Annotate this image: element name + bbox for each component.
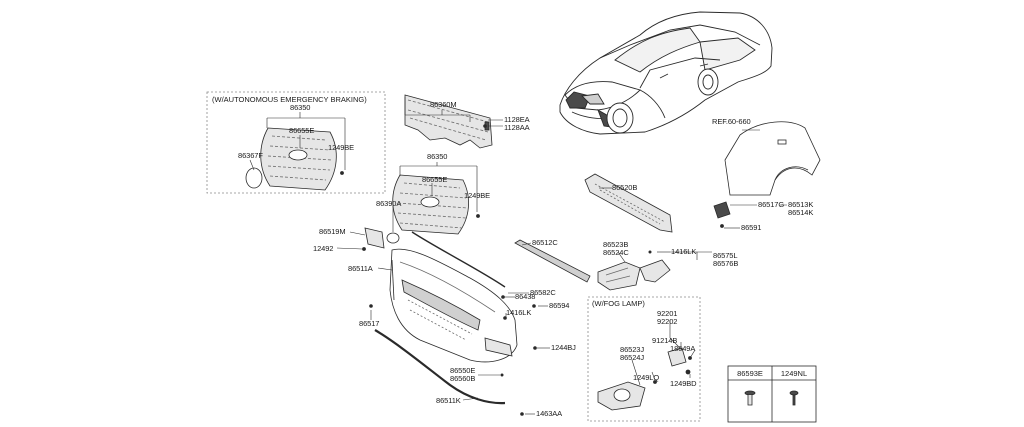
label-1249be-b[interactable]: 1249BE — [464, 191, 491, 200]
label-86560b[interactable]: 86560B — [450, 374, 476, 383]
fender-bracket — [713, 201, 731, 219]
grille-autonomous — [245, 127, 344, 191]
label-86360m[interactable]: 86360M — [430, 100, 457, 109]
strip-86582c — [411, 231, 506, 288]
label-86511k[interactable]: 86511K — [436, 396, 461, 405]
label-86512c[interactable]: 86512C — [532, 238, 558, 247]
label-86523j[interactable]: 86523J — [620, 345, 645, 354]
label-ref-60-660[interactable]: REF.60-660 — [712, 117, 751, 126]
label-86594[interactable]: 86594 — [549, 301, 570, 310]
fastener-table — [727, 365, 817, 423]
label-86519m[interactable]: 86519M — [319, 227, 346, 236]
label-86591[interactable]: 86591 — [741, 223, 762, 232]
label-1249lq[interactable]: 1249LQ — [633, 373, 660, 382]
fog-lamp-box — [587, 296, 701, 422]
label-86524c[interactable]: 86524C — [603, 248, 629, 257]
autonomous-box-title: (W/AUTONOMOUS EMERGENCY BRAKING) — [212, 95, 367, 104]
label-1128aa[interactable]: 1128AA — [504, 123, 530, 132]
table-header-86593e: 86593E — [737, 369, 763, 378]
label-91214b[interactable]: 91214B — [652, 336, 678, 345]
bumper-cover — [389, 248, 518, 363]
bezel-upper — [597, 259, 671, 291]
label-18649a[interactable]: 18649A — [670, 344, 696, 353]
label-86513k[interactable]: 86513K — [788, 200, 814, 209]
label-86390a[interactable]: 86390A — [376, 199, 402, 208]
label-86523b[interactable]: 86523B — [603, 240, 629, 249]
label-1249bd[interactable]: 1249BD — [670, 379, 697, 388]
autonomous-box — [206, 91, 386, 194]
label-86520b[interactable]: 86520B — [612, 183, 638, 192]
label-12492[interactable]: 12492 — [313, 244, 334, 253]
label-86517[interactable]: 86517 — [359, 319, 380, 328]
grille-frame — [404, 94, 493, 149]
table-header-1249nl: 1249NL — [780, 369, 808, 378]
label-86550e[interactable]: 86550E — [450, 366, 476, 375]
label-86576b[interactable]: 86576B — [713, 259, 739, 268]
lower-strip — [374, 329, 506, 405]
label-1416lk-b[interactable]: 1416LK — [671, 247, 697, 256]
label-86524j[interactable]: 86524J — [620, 353, 645, 362]
label-86350-b[interactable]: 86350 — [427, 152, 448, 161]
label-86514k[interactable]: 86514K — [788, 208, 814, 217]
label-86350-a[interactable]: 86350 — [290, 103, 311, 112]
label-1249be-a[interactable]: 1249BE — [328, 143, 355, 152]
label-86575l[interactable]: 86575L — [713, 251, 738, 260]
label-92202[interactable]: 92202 — [657, 317, 678, 326]
label-86655e-a[interactable]: 86655E — [289, 126, 315, 135]
label-92201[interactable]: 92201 — [657, 309, 678, 318]
label-86655e-b[interactable]: 86655E — [422, 175, 448, 184]
label-86511a[interactable]: 86511A — [348, 264, 373, 273]
fog-box-title: (W/FOG LAMP) — [592, 299, 645, 308]
label-1463aa[interactable]: 1463AA — [536, 409, 563, 418]
clip-icon — [744, 390, 756, 406]
grille-main — [386, 174, 480, 244]
label-86582c[interactable]: 86582C — [530, 288, 556, 297]
fender — [724, 121, 821, 196]
label-1244bj[interactable]: 1244BJ — [551, 343, 576, 352]
label-1416lk-a[interactable]: 1416LK — [506, 308, 532, 317]
bracket-86519m — [364, 227, 385, 249]
fog-lamp-parts — [597, 347, 692, 411]
car-illustration — [559, 11, 773, 135]
label-86438[interactable]: 86438 — [515, 292, 536, 301]
label-86367f[interactable]: 86367F — [238, 151, 263, 160]
absorber — [584, 173, 673, 233]
label-1128ea[interactable]: 1128EA — [504, 115, 530, 124]
strip-86512c — [514, 239, 591, 283]
label-86517g[interactable]: 86517G — [758, 200, 785, 209]
screw-icon — [789, 390, 799, 406]
